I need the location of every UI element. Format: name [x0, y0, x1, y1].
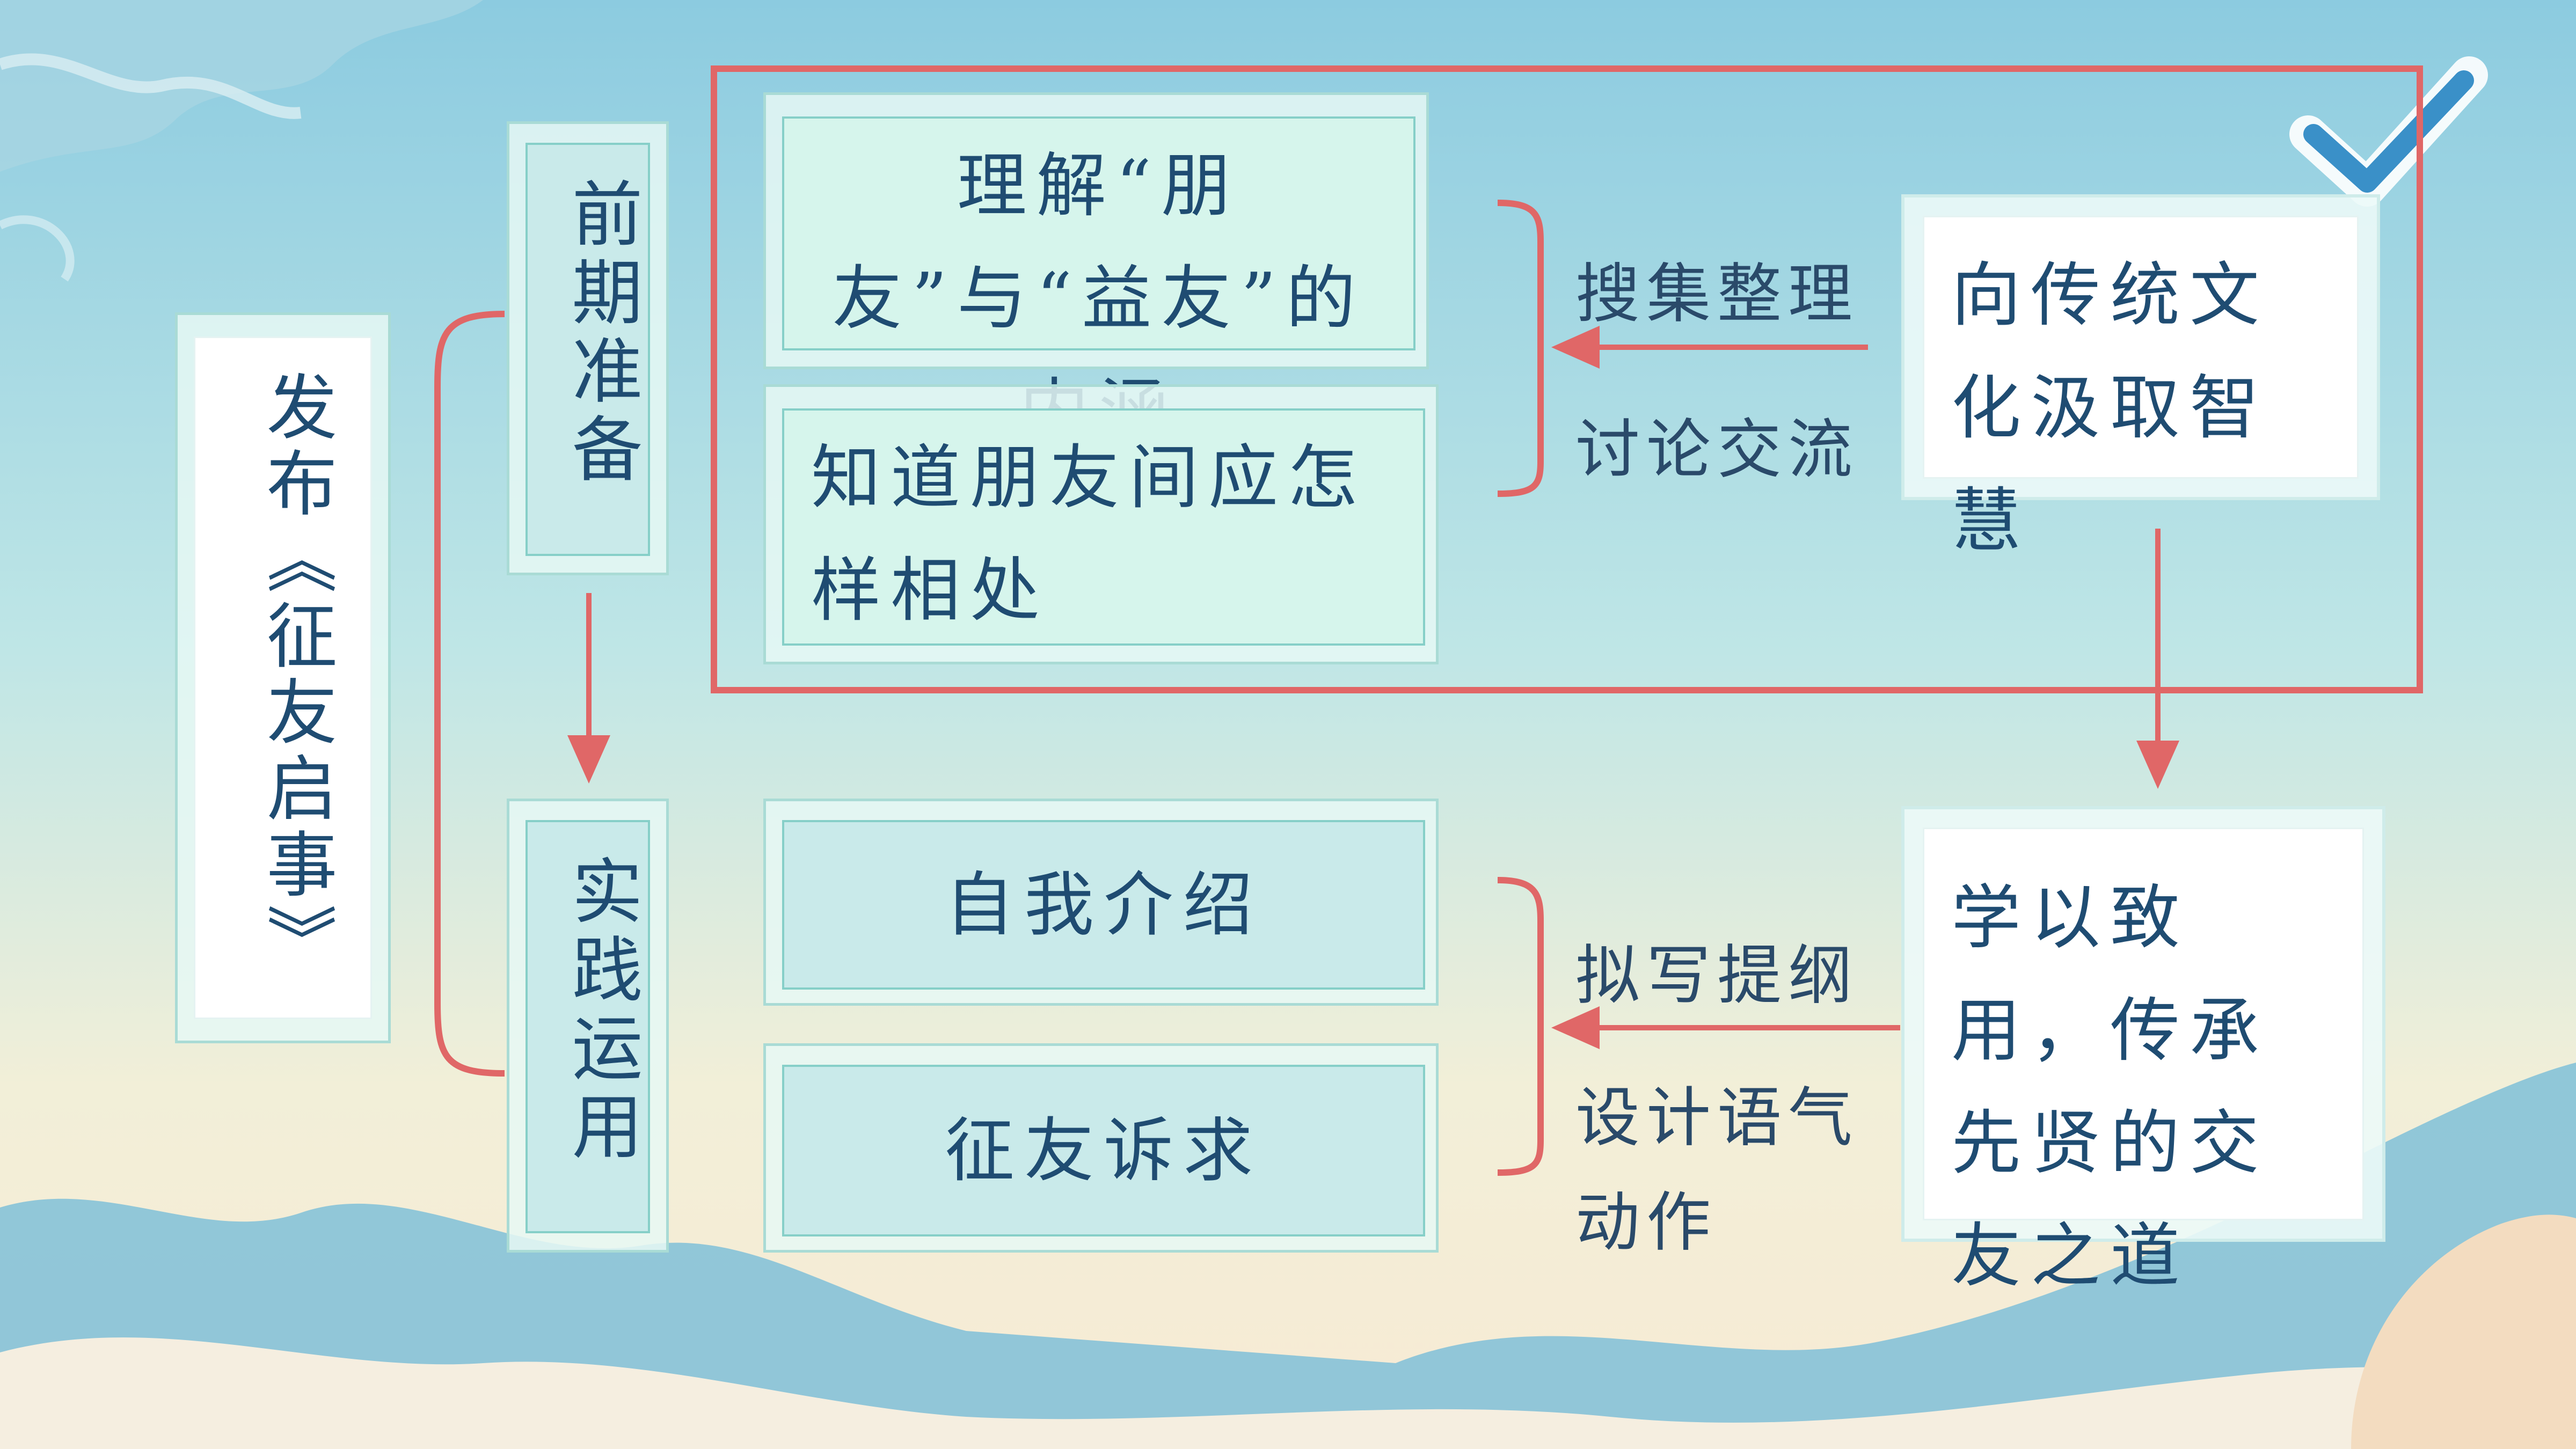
title-inner: 发布《征友启事》 — [194, 336, 372, 1019]
phase-prep-box: 前期准备 — [507, 121, 669, 575]
prep-brace — [1497, 200, 1544, 497]
phase-prep-label: 前期准备 — [560, 177, 643, 491]
method-discuss: 讨论交流 — [1575, 413, 1859, 487]
practice-item-1-inner: 自我介绍 — [782, 820, 1425, 990]
practice-item-2-inner: 征友诉求 — [782, 1065, 1425, 1236]
prep-item-2: 知道朋友间应怎样相处 — [763, 384, 1439, 664]
prep-item-1-inner: 理解“朋友”与“益友”的内涵 — [782, 116, 1415, 452]
highlight-frame — [711, 65, 2423, 693]
title-box: 发布《征友启事》 — [175, 312, 391, 1043]
phase-prep-inner: 前期准备 — [526, 143, 650, 556]
phase-practice-box: 实践运用 — [507, 799, 669, 1253]
wisdom-apply-inner: 学以致用，传承先贤的交友之道 — [1923, 828, 2364, 1297]
wisdom-source-inner: 向传统文化汲取智慧 — [1923, 216, 2359, 561]
prep-item-1: 理解“朋友”与“益友”的内涵 — [763, 92, 1429, 452]
practice-item-1-text: 自我介绍 — [944, 864, 1263, 946]
prep-item-2-inner: 知道朋友间应怎样相处 — [782, 408, 1425, 646]
phase-practice-label: 实践运用 — [560, 854, 643, 1168]
wisdom-apply-box: 学以致用，传承先贤的交友之道 — [1901, 806, 2385, 1297]
method-outline: 拟写提纲 — [1575, 939, 1859, 1013]
practice-item-1: 自我介绍 — [763, 799, 1439, 1006]
prep-item-2-text: 知道朋友间应怎样相处 — [811, 437, 1368, 631]
wisdom-source-box: 向传统文化汲取智慧 — [1901, 194, 2380, 561]
wisdom-source-text: 向传统文化汲取智慧 — [1951, 254, 2269, 561]
method-collect: 搜集整理 — [1575, 257, 1859, 332]
method-action: 动作 — [1575, 1185, 1717, 1260]
title-bracket — [434, 311, 505, 1077]
wisdom-apply-text: 学以致用，传承先贤的交友之道 — [1951, 877, 2269, 1297]
phase-practice-inner: 实践运用 — [526, 820, 650, 1233]
practice-brace — [1497, 877, 1544, 1176]
method-tone: 设计语气 — [1575, 1081, 1859, 1155]
practice-item-2-text: 征友诉求 — [944, 1110, 1263, 1191]
page-title: 发布《征友启事》 — [254, 370, 337, 980]
practice-item-2: 征友诉求 — [763, 1043, 1439, 1253]
